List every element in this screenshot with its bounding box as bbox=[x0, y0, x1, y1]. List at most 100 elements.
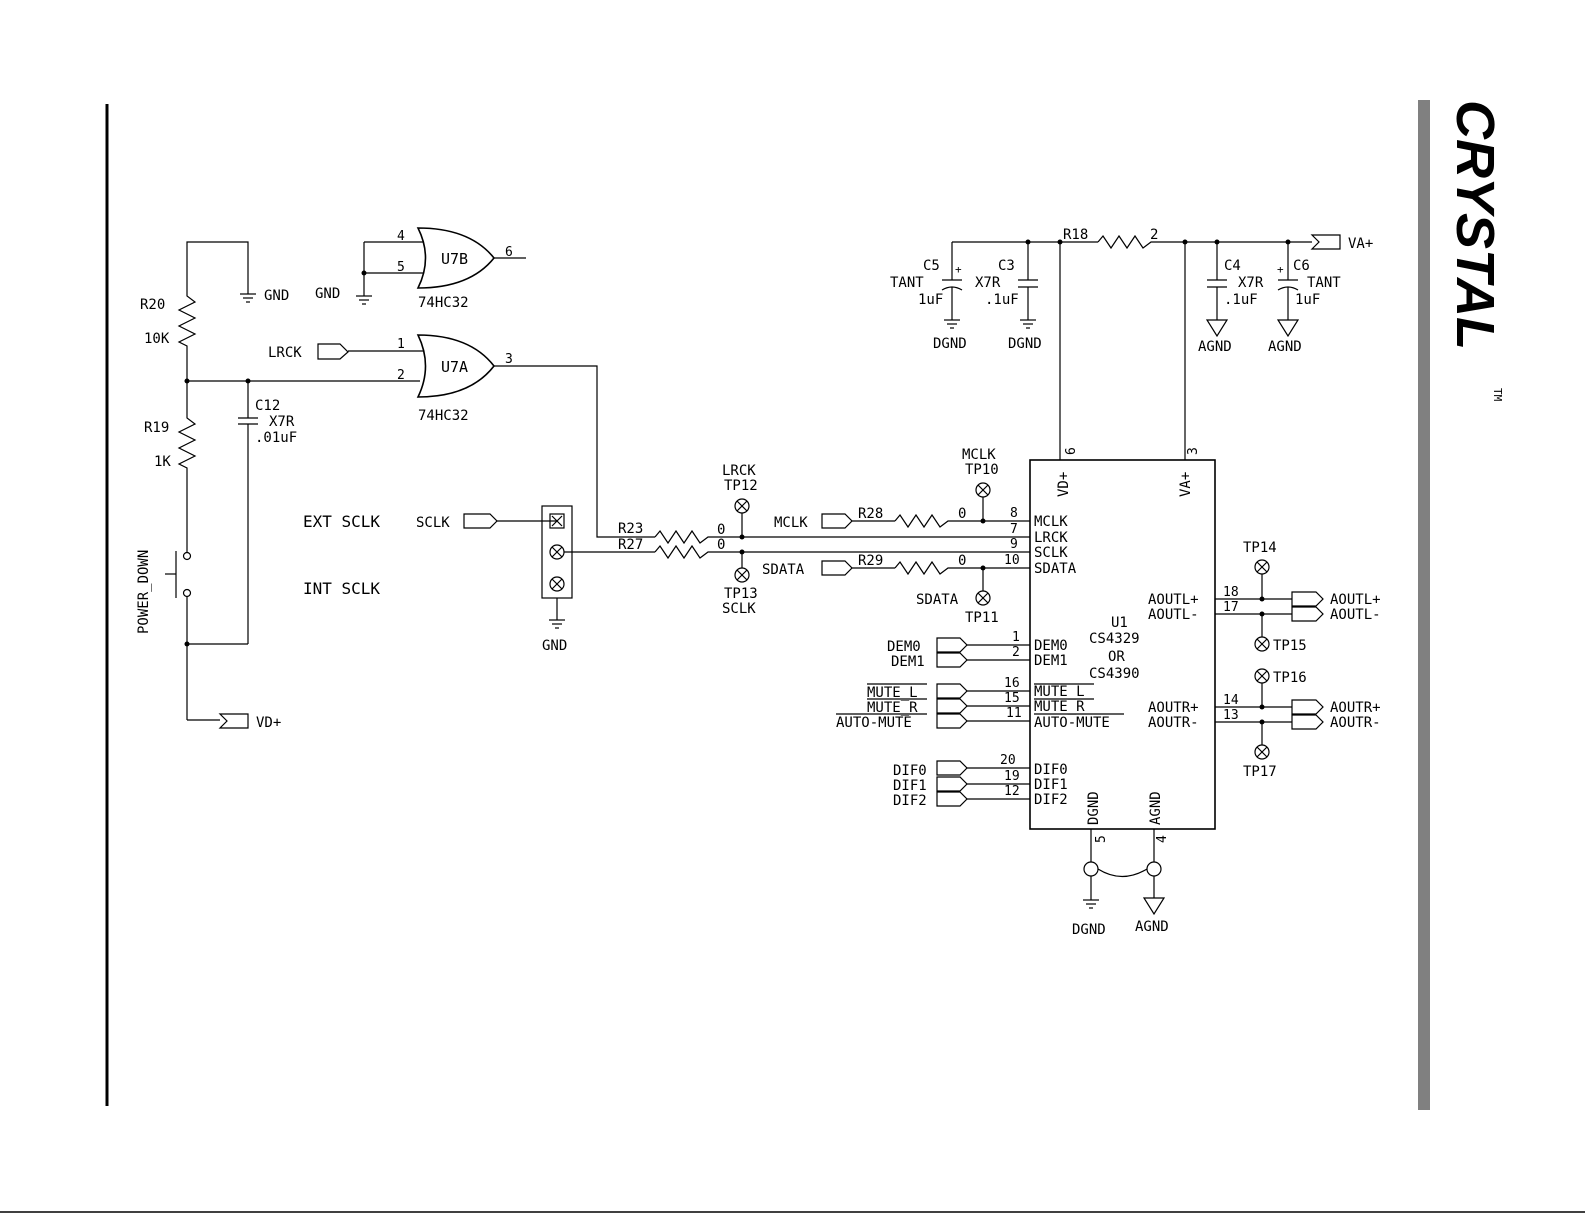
lrck-input-port bbox=[317, 343, 349, 360]
svg-text:3: 3 bbox=[1186, 447, 1201, 455]
dgnd-label: DGND bbox=[1072, 922, 1106, 938]
svg-text:C5: C5 bbox=[923, 258, 940, 274]
svg-text:TP11: TP11 bbox=[965, 610, 999, 626]
svg-text:R18: R18 bbox=[1063, 227, 1088, 243]
svg-text:DEM0: DEM0 bbox=[887, 639, 921, 655]
vd-plus-label: VD+ bbox=[256, 715, 281, 731]
svg-text:DIF2: DIF2 bbox=[893, 793, 927, 809]
svg-text:MUTE_L: MUTE_L bbox=[1034, 684, 1085, 700]
svg-text:R27: R27 bbox=[618, 537, 643, 553]
svg-text:SDATA: SDATA bbox=[762, 562, 805, 578]
u1-chip: 8 MCLK 7 LRCK 9 SCLK 10 SDATA 1 DEM0 2 D… bbox=[1000, 242, 1239, 938]
va-plus-label: VA+ bbox=[1348, 236, 1373, 252]
svg-text:SDATA: SDATA bbox=[1034, 561, 1077, 577]
gate-u7a: LRCK 1 2 3 U7A 74HC32 bbox=[268, 334, 655, 538]
svg-text:SCLK: SCLK bbox=[1034, 545, 1068, 561]
u7b-ref: U7B bbox=[441, 250, 468, 268]
svg-text:14: 14 bbox=[1223, 693, 1239, 708]
svg-text:LRCK: LRCK bbox=[268, 345, 302, 361]
u7a-ref: U7A bbox=[441, 358, 468, 376]
outputs: TP14 TP15 TP16 TP17 AOUTL+ AOUTL- AOUTR+… bbox=[1215, 540, 1381, 780]
svg-text:9: 9 bbox=[1010, 537, 1018, 552]
svg-text:1uF: 1uF bbox=[918, 292, 943, 308]
svg-text:16: 16 bbox=[1004, 676, 1020, 691]
aoutr-minus-label: AOUTR- bbox=[1330, 715, 1381, 731]
svg-text:OR: OR bbox=[1108, 649, 1125, 665]
svg-text:15: 15 bbox=[1004, 691, 1020, 706]
svg-text:U1: U1 bbox=[1111, 615, 1128, 631]
svg-text:12: 12 bbox=[1004, 784, 1020, 799]
svg-text:3: 3 bbox=[505, 352, 513, 367]
u7a-part: 74HC32 bbox=[418, 408, 469, 424]
svg-text:+: + bbox=[955, 263, 962, 276]
svg-text:DIF0: DIF0 bbox=[893, 763, 927, 779]
svg-text:.1uF: .1uF bbox=[985, 292, 1019, 308]
svg-text:DGND: DGND bbox=[1086, 791, 1102, 825]
svg-text:VA+: VA+ bbox=[1178, 472, 1194, 497]
svg-text:AUTO-MUTE: AUTO-MUTE bbox=[1034, 715, 1110, 731]
int-sclk-label: INT SCLK bbox=[303, 579, 380, 598]
svg-text:LRCK: LRCK bbox=[722, 463, 756, 479]
svg-text:19: 19 bbox=[1004, 769, 1020, 784]
svg-text:TP16: TP16 bbox=[1273, 670, 1307, 686]
svg-text:2: 2 bbox=[1012, 645, 1020, 660]
svg-text:DIF2: DIF2 bbox=[1034, 792, 1068, 808]
svg-text:AOUTL-: AOUTL- bbox=[1148, 607, 1199, 623]
svg-text:X7R: X7R bbox=[1238, 275, 1264, 291]
aoutr-plus-label: AOUTR+ bbox=[1330, 700, 1381, 716]
svg-text:MCLK: MCLK bbox=[962, 447, 996, 463]
svg-text:DIF1: DIF1 bbox=[893, 778, 927, 794]
svg-text:AOUTL+: AOUTL+ bbox=[1148, 592, 1199, 608]
svg-text:AOUTR+: AOUTR+ bbox=[1148, 700, 1199, 716]
svg-text:C4: C4 bbox=[1224, 258, 1241, 274]
u7b-part: 74HC32 bbox=[418, 295, 469, 311]
svg-text:C6: C6 bbox=[1293, 258, 1310, 274]
power-down-label: POWER_DOWN bbox=[136, 550, 152, 634]
svg-text:DEM0: DEM0 bbox=[1034, 638, 1068, 654]
c12-ref: C12 bbox=[255, 398, 280, 414]
svg-text:7: 7 bbox=[1010, 522, 1018, 537]
svg-text:1: 1 bbox=[397, 337, 405, 352]
svg-text:+: + bbox=[1277, 263, 1284, 276]
svg-text:C3: C3 bbox=[998, 258, 1015, 274]
crystal-logo: CRYSTAL bbox=[1445, 100, 1505, 350]
svg-text:11: 11 bbox=[1006, 706, 1022, 721]
svg-text:1uF: 1uF bbox=[1295, 292, 1320, 308]
svg-text:TP14: TP14 bbox=[1243, 540, 1277, 556]
svg-text:MUTE_L: MUTE_L bbox=[867, 685, 918, 701]
svg-text:2: 2 bbox=[397, 368, 405, 383]
svg-text:R29: R29 bbox=[858, 553, 883, 569]
c12-value: .01uF bbox=[255, 430, 297, 446]
svg-text:0: 0 bbox=[717, 522, 725, 538]
svg-text:MUTE_R: MUTE_R bbox=[1034, 699, 1085, 715]
svg-text:TP17: TP17 bbox=[1243, 764, 1277, 780]
svg-text:1: 1 bbox=[1012, 630, 1020, 645]
aoutl-minus-label: AOUTL- bbox=[1330, 607, 1381, 623]
svg-text:X7R: X7R bbox=[975, 275, 1001, 291]
gnd-label-1: GND bbox=[264, 288, 289, 304]
aoutl-plus-label: AOUTL+ bbox=[1330, 592, 1381, 608]
svg-text:DGND: DGND bbox=[1008, 336, 1042, 352]
va-plus-port bbox=[1310, 234, 1341, 250]
agnd-label: AGND bbox=[1135, 919, 1169, 935]
svg-text:TP15: TP15 bbox=[1273, 638, 1307, 654]
gate-u7b: GND 4 5 6 U7B 74HC32 bbox=[315, 227, 526, 311]
svg-text:TP12: TP12 bbox=[724, 478, 758, 494]
svg-text:4: 4 bbox=[397, 229, 405, 244]
svg-text:SCLK: SCLK bbox=[416, 515, 450, 531]
svg-text:MUTE_R: MUTE_R bbox=[867, 700, 918, 716]
svg-text:18: 18 bbox=[1223, 585, 1239, 600]
svg-text:0: 0 bbox=[958, 553, 966, 569]
svg-text:LRCK: LRCK bbox=[1034, 530, 1068, 546]
control-inputs: DEM0 DEM1 MUTE_L MUTE_R AUTO-MUTE DIF0 D… bbox=[836, 637, 1030, 809]
svg-text:DIF1: DIF1 bbox=[1034, 777, 1068, 793]
gnd-label-2: GND bbox=[315, 286, 340, 302]
svg-text:AGND: AGND bbox=[1198, 339, 1232, 355]
svg-text:.1uF: .1uF bbox=[1224, 292, 1258, 308]
svg-text:MCLK: MCLK bbox=[1034, 514, 1068, 530]
svg-text:DEM1: DEM1 bbox=[891, 654, 925, 670]
svg-text:TANT: TANT bbox=[1307, 275, 1341, 291]
svg-text:DEM1: DEM1 bbox=[1034, 653, 1068, 669]
r20-ref: R20 bbox=[140, 297, 165, 313]
